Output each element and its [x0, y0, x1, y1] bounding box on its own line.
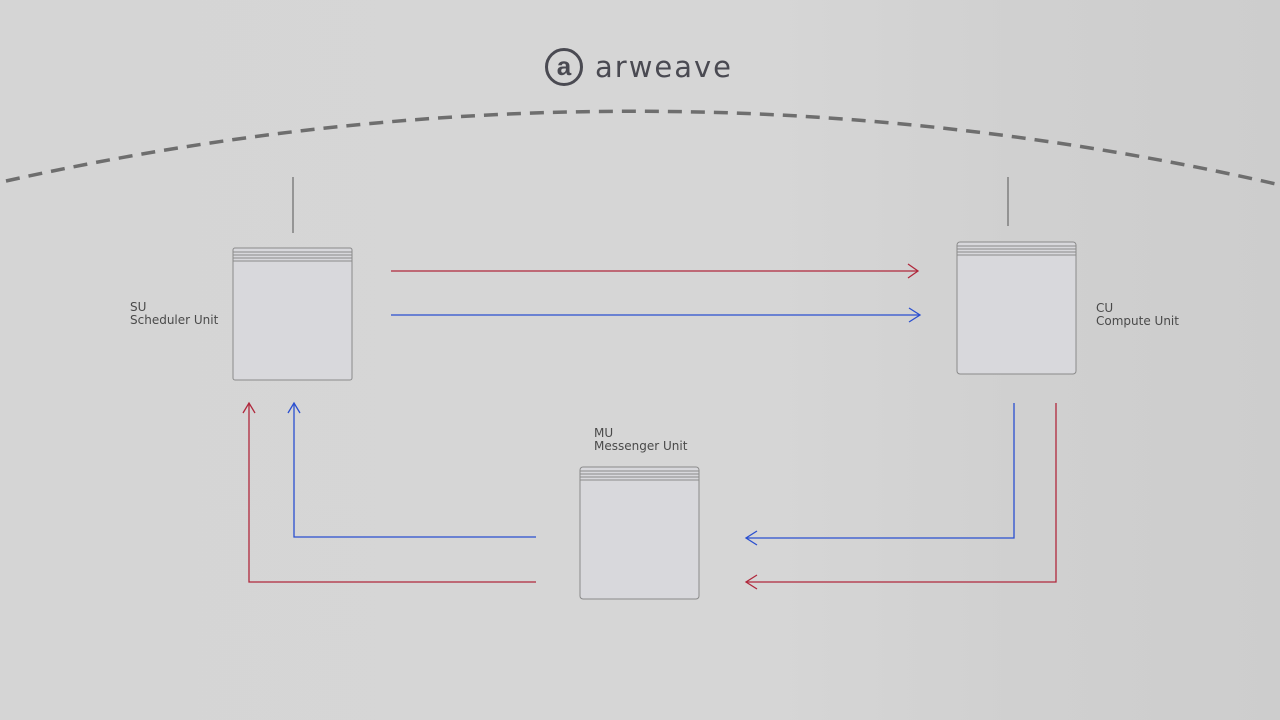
su-abbr: SU — [130, 300, 147, 314]
cu-abbr: CU — [1096, 301, 1114, 315]
arrow-mu-to-su-blue — [287, 401, 536, 538]
cu-name: Compute Unit — [1096, 314, 1179, 328]
arweave-boundary-arc — [5, 109, 1277, 186]
su-label: SU Scheduler Unit — [130, 301, 218, 327]
arrow-su-to-cu-red — [391, 263, 920, 279]
mu-abbr: MU — [594, 426, 614, 440]
arrow-su-to-cu-blue — [391, 307, 922, 323]
cu-label: CU Compute Unit — [1096, 302, 1179, 328]
mu-name: Messenger Unit — [594, 439, 688, 453]
mu-box[interactable] — [579, 466, 700, 600]
arrow-mu-to-su-red — [242, 401, 536, 583]
su-name: Scheduler Unit — [130, 313, 219, 327]
mu-label: MU Messenger Unit — [594, 427, 687, 453]
arweave-logo-icon: a — [545, 48, 583, 86]
logo-text: arweave — [595, 50, 734, 84]
cu-box[interactable] — [956, 241, 1077, 375]
arrow-cu-to-mu-blue — [744, 403, 1015, 546]
arrow-cu-to-mu-red — [744, 403, 1057, 590]
arweave-logo: a arweave — [545, 44, 733, 90]
su-box[interactable] — [232, 247, 353, 381]
